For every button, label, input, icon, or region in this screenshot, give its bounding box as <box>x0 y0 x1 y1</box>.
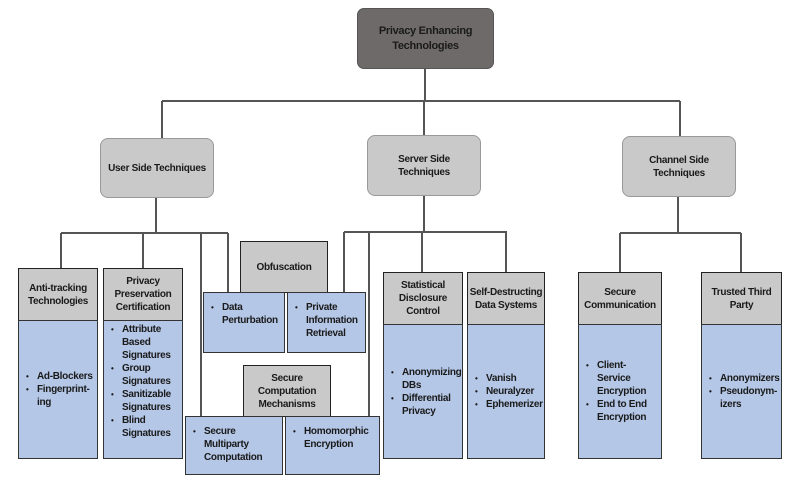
privacy-preservation-header: Privacy Preservation Certification <box>103 268 183 321</box>
list-item: Differential Privacy <box>391 392 461 418</box>
list-item: Blind Signatures <box>111 414 178 440</box>
list-item: Sanitizable Signatures <box>111 388 178 414</box>
statistical-disclosure-header: Statistical Disclosure Control <box>383 272 463 325</box>
list-item: Data Perturbation <box>211 301 280 327</box>
list-item: Anonymizing DBs <box>391 366 462 392</box>
group-title: Trusted Third Party <box>711 286 772 311</box>
root-node: Privacy Enhancing Technologies <box>357 8 494 69</box>
statistical-disclosure-body: Anonymizing DBs Differential Privacy <box>383 324 463 459</box>
list-item: Ad-Blockers <box>26 370 93 383</box>
obfuscation-header: Obfuscation <box>240 241 328 293</box>
self-destructing-body: Vanish Neuralyzer Ephemerizer <box>467 324 545 459</box>
group-title: Privacy Preservation Certification <box>114 276 172 313</box>
list-item: Fingerprint-ing <box>26 383 93 409</box>
secure-multiparty-box: Secure Multiparty Computation <box>185 416 283 475</box>
list-item: Vanish <box>475 372 543 385</box>
list-item: Neuralyzer <box>475 385 543 398</box>
connector-root <box>161 68 681 138</box>
list-item: Anonymizers <box>709 372 780 385</box>
list-item: Pseudonym-izers <box>709 385 780 411</box>
trusted-third-party-header: Trusted Third Party <box>701 272 782 325</box>
group-title: Statistical Disclosure Control <box>398 280 448 317</box>
connector-channel <box>619 196 742 272</box>
connector-server <box>343 195 507 416</box>
privacy-preservation-body: Attribute Based Signatures Group Signatu… <box>103 320 183 459</box>
private-information-retrieval-box: Private Information Retrieval <box>287 292 366 353</box>
secure-communication-header: Secure Communication <box>578 272 662 325</box>
data-perturbation-box: Data Perturbation <box>203 292 285 353</box>
list-item: Private Information Retrieval <box>295 301 361 340</box>
group-title: Self-Destructing Data Systems <box>469 286 543 311</box>
root-label: Privacy Enhancing Technologies <box>378 24 473 52</box>
category-user-side: User Side Techniques <box>100 138 214 198</box>
category-label: User Side Techniques <box>108 162 206 174</box>
list-item: Group Signatures <box>111 362 178 388</box>
connector-user <box>60 197 229 416</box>
group-title: Secure Computation Mechanisms <box>257 372 317 410</box>
list-item: Attribute Based Signatures <box>111 323 178 362</box>
category-label: Server Side Techniques <box>398 153 450 178</box>
list-item: Secure Multiparty Computation <box>193 425 278 464</box>
list-item: Client-Service Encryption <box>586 359 657 398</box>
category-channel-side: Channel Side Techniques <box>622 136 736 197</box>
category-server-side: Server Side Techniques <box>367 135 481 196</box>
secure-communication-body: Client-Service Encryption End to End Enc… <box>578 324 662 459</box>
group-title: Obfuscation <box>256 261 312 273</box>
list-item: Ephemerizer <box>475 398 543 411</box>
list-item: End to End Encryption <box>586 398 657 424</box>
anti-tracking-header: Anti-tracking Technologies <box>18 268 98 321</box>
trusted-third-party-body: Anonymizers Pseudonym-izers <box>701 324 782 459</box>
list-item: Homomorphic Encryption <box>293 425 375 451</box>
category-label: Channel Side Techniques <box>649 154 709 179</box>
anti-tracking-body: Ad-Blockers Fingerprint-ing <box>18 320 98 459</box>
self-destructing-header: Self-Destructing Data Systems <box>467 272 545 325</box>
group-title: Anti-tracking Technologies <box>27 282 89 307</box>
group-title: Secure Communication <box>584 286 656 311</box>
homomorphic-encryption-box: Homomorphic Encryption <box>285 416 380 475</box>
secure-computation-header: Secure Computation Mechanisms <box>243 365 331 417</box>
